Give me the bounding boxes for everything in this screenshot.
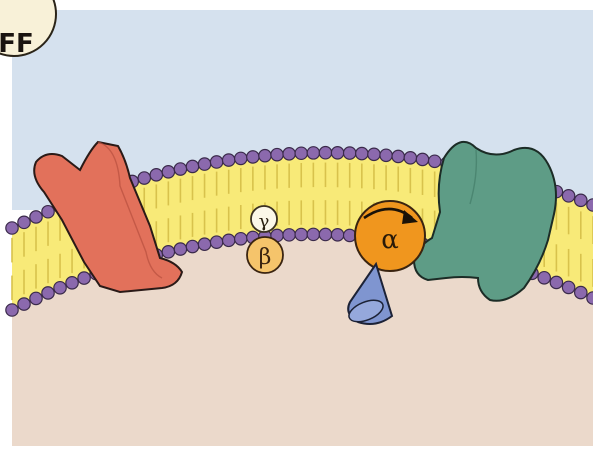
lipid-head	[6, 222, 18, 234]
lipid-head	[575, 194, 587, 206]
lipid-head	[259, 149, 271, 161]
lipid-head	[150, 169, 162, 181]
lipid-head	[198, 238, 210, 250]
lipid-head	[283, 148, 295, 160]
lipid-head	[66, 277, 78, 289]
lipid-head	[319, 228, 331, 240]
lipid-head	[428, 155, 440, 167]
lipid-head	[235, 152, 247, 164]
lipid-head	[307, 228, 319, 240]
lipid-head	[404, 152, 416, 164]
lipid-head	[562, 281, 574, 293]
lipid-head	[538, 272, 550, 284]
lipid-head	[198, 158, 210, 170]
lipid-head	[210, 156, 222, 168]
lipid-head	[186, 240, 198, 252]
beta-label: β	[259, 245, 272, 270]
alpha-label: α	[381, 225, 399, 255]
lipid-head	[42, 287, 54, 299]
lipid-head	[295, 228, 307, 240]
lipid-head	[380, 149, 392, 161]
lipid-head	[575, 286, 587, 298]
lipid-head	[223, 234, 235, 246]
lipid-head	[162, 246, 174, 258]
lipid-head	[271, 148, 283, 160]
lipid-head	[186, 160, 198, 172]
lipid-head	[331, 147, 343, 159]
lipid-head	[562, 190, 574, 202]
lipid-head	[6, 304, 18, 316]
lipid-head	[30, 292, 42, 304]
lipid-head	[392, 150, 404, 162]
lipid-head	[18, 298, 30, 310]
lipid-head	[307, 147, 319, 159]
lipid-head	[223, 154, 235, 166]
lipid-head	[174, 163, 186, 175]
lipid-head	[295, 147, 307, 159]
lipid-head	[18, 216, 30, 228]
badge-label: FF	[0, 29, 34, 59]
lipid-head	[344, 147, 356, 159]
lipid-head	[235, 233, 247, 245]
lipid-head	[78, 272, 90, 284]
gamma-label: γ	[259, 211, 270, 232]
lipid-head	[283, 229, 295, 241]
lipid-head	[210, 236, 222, 248]
lipid-head	[138, 172, 150, 184]
lipid-head	[174, 243, 186, 255]
lipid-head	[54, 282, 66, 294]
lipid-head	[368, 148, 380, 160]
lipid-head	[30, 211, 42, 223]
lipid-head	[550, 276, 562, 288]
lipid-head	[331, 229, 343, 241]
lipid-head	[356, 147, 368, 159]
lipid-head	[162, 166, 174, 178]
lipid-head	[42, 206, 54, 218]
lipid-head	[416, 153, 428, 165]
lipid-head	[247, 151, 259, 163]
lipid-head	[319, 147, 331, 159]
